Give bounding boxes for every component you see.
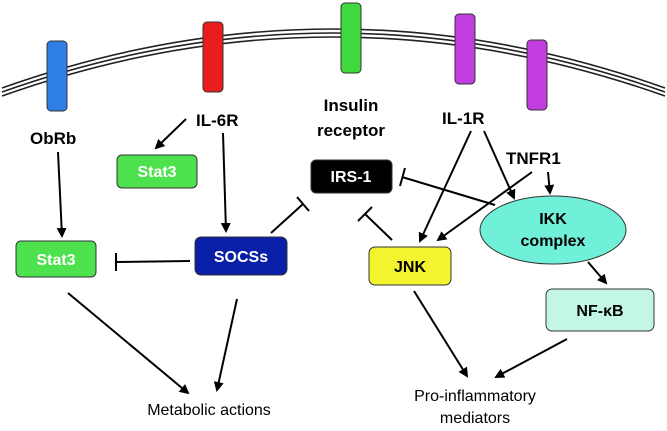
il1r-label: IL-1R: [442, 109, 485, 128]
inhibit-jnk-to-irs1: [364, 213, 393, 241]
arrow-tnfr1-to-ikk: [544, 171, 555, 195]
jnk-label: JNK: [394, 259, 426, 276]
arrow-jnk-to-pro-inflammatory: [413, 290, 469, 378]
inhibit-ikk-to-irs1: [401, 176, 496, 206]
inhibit-socs-to-irs1: [270, 203, 304, 234]
socs-box: [194, 236, 288, 276]
arrow-il6r-to-socs: [220, 132, 231, 233]
il6r-label: IL-6R: [196, 111, 239, 130]
cell-membrane-outer: [1, 28, 666, 89]
nfkb-label: NF-κB: [576, 303, 623, 320]
nfkb-box: [545, 288, 655, 332]
arrow-tnfr1-to-jnk: [436, 171, 533, 242]
ikk-label-line2: complex: [521, 233, 586, 250]
arrow-ikk-to-nfkb: [587, 261, 608, 285]
metabolic-actions-label: Metabolic actions: [147, 402, 271, 419]
arrow-socs-to-metabolic: [213, 298, 238, 392]
insulin-receptor-label-line2: receptor: [317, 121, 385, 140]
insulin-receptor-bar: [340, 2, 362, 74]
obrb-label: ObRb: [30, 129, 76, 148]
socs-label: SOCSs: [214, 249, 268, 266]
inhibit-socs-to-irs1-bar: [296, 196, 310, 212]
stat3-upper-box: [116, 154, 198, 189]
arrow-nfkb-to-pro-inflammatory: [494, 338, 568, 378]
inhibit-socs-to-stat3: [115, 260, 191, 263]
pro-inflammatory-label-line1: Pro-inflammatory: [414, 388, 536, 405]
ikk-label-line1: IKK: [539, 211, 567, 228]
inhibit-jnk-to-irs1-bar: [357, 206, 373, 222]
tnfr1-label: TNFR1: [506, 149, 561, 168]
arrow-obrb-to-stat3: [56, 151, 67, 238]
pro-inflammatory-label-line2: mediators: [440, 410, 510, 427]
insulin-receptor-label-line1: Insulin: [324, 96, 379, 115]
tnfr1-receptor-bar: [526, 39, 548, 111]
arrow-il1r-to-jnk: [418, 130, 472, 243]
stat3-upper-label: Stat3: [137, 164, 176, 181]
stat3-lower-label: Stat3: [36, 252, 75, 269]
stat3-lower-box: [15, 240, 97, 278]
irs1-label: IRS-1: [331, 169, 372, 186]
il6r-receptor-bar: [202, 21, 224, 93]
arrow-stat3-to-metabolic: [67, 292, 190, 395]
irs1-box: [310, 159, 393, 194]
jnk-box: [368, 246, 452, 286]
arrow-il1r-to-ikk: [483, 130, 516, 200]
obrb-receptor-bar: [46, 40, 68, 112]
arrow-il6r-to-stat3: [154, 118, 187, 150]
cell-membrane-middle: [1, 32, 666, 93]
inhibit-ikk-to-irs1-bar: [399, 167, 406, 187]
il1r-receptor-bar: [454, 13, 476, 85]
ikk-complex-ellipse: [479, 195, 627, 265]
cell-membrane-inner: [1, 36, 666, 97]
